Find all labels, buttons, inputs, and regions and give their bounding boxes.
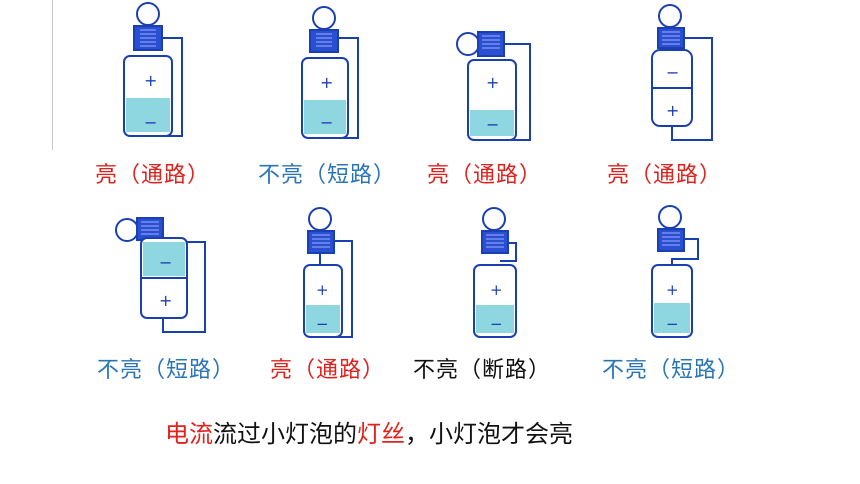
circuit-6-lit: + − — [303, 207, 353, 338]
svg-text:−: − — [486, 115, 499, 134]
svg-text:−: − — [490, 315, 503, 333]
wire — [148, 37, 183, 137]
svg-text:+: + — [316, 281, 329, 299]
circuit-1-lit: + − — [123, 2, 183, 137]
label-row2-1: 不亮（短路） — [97, 358, 236, 383]
label-row2-3: 不亮（断路） — [413, 358, 552, 383]
circuit-5-short: − + — [115, 217, 206, 333]
svg-text:−: − — [666, 63, 679, 82]
bulb-glass — [136, 2, 160, 26]
svg-text:+: + — [666, 101, 679, 120]
svg-text:+: + — [320, 73, 333, 92]
svg-text:−: − — [316, 315, 329, 333]
circuit-2-short: + − — [301, 6, 359, 139]
caption-filament: 灯丝 — [357, 420, 405, 448]
circuit-3-lit: + − — [456, 31, 531, 141]
label-row2-2: 亮（通路） — [270, 358, 386, 383]
svg-text:−: − — [666, 315, 679, 333]
left-divider — [52, 0, 53, 150]
conclusion-caption: 电流流过小灯泡的灯丝，小灯泡才会亮 — [165, 420, 573, 448]
label-row1-1: 亮（通路） — [95, 163, 211, 188]
svg-text:+: + — [666, 281, 679, 299]
svg-text:−: − — [159, 253, 172, 272]
svg-text:+: + — [490, 281, 503, 299]
svg-text:−: − — [320, 113, 333, 132]
label-row1-4: 亮（通路） — [607, 163, 723, 188]
svg-text:+: + — [486, 73, 499, 92]
svg-text:+: + — [159, 291, 172, 310]
label-row2-4: 不亮（短路） — [602, 358, 741, 383]
label-row1-3: 亮（通路） — [427, 163, 543, 188]
caption-current: 电流 — [165, 420, 213, 448]
caption-flows: 流过小灯泡的 — [213, 420, 357, 448]
circuit-8-short: + − — [651, 205, 699, 338]
circuit-4-lit: − + — [651, 4, 713, 141]
label-row1-2: 不亮（短路） — [258, 163, 397, 188]
caption-end: ，小灯泡才会亮 — [405, 420, 573, 448]
minus-sign: − — [144, 113, 157, 132]
plus-sign: + — [144, 71, 157, 90]
circuit-7-open: + − — [473, 207, 517, 338]
